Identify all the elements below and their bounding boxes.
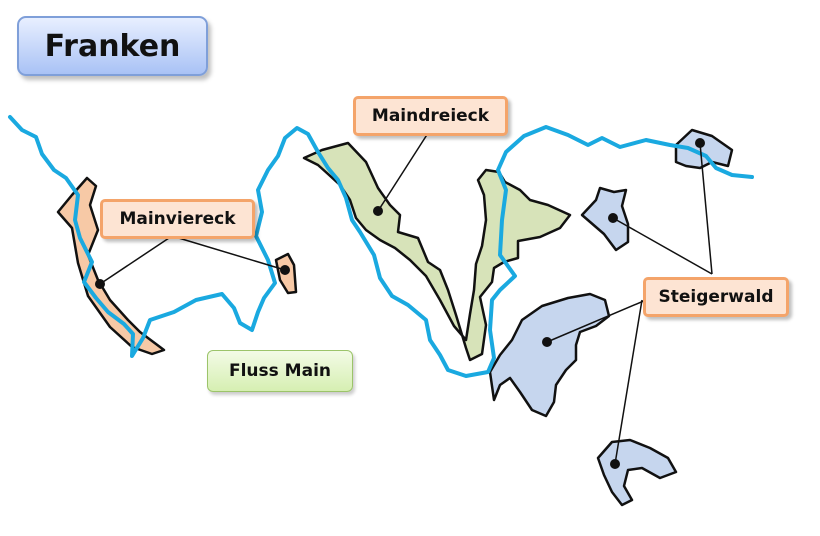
main-river <box>8 115 754 378</box>
label-fluss-main: Fluss Main <box>207 350 353 392</box>
label-maindreieck: Maindreieck <box>353 96 508 136</box>
label-mainviereck: Mainviereck <box>100 199 255 239</box>
steigerwald-point <box>610 459 620 469</box>
steigerwald-point <box>608 213 618 223</box>
steigerwald-point <box>695 138 705 148</box>
steigerwald-area <box>674 128 734 170</box>
mainviereck-point <box>280 265 290 275</box>
steigerwald-point <box>542 337 552 347</box>
steigerwald-area <box>596 438 678 507</box>
steigerwald-area <box>488 292 611 418</box>
label-steigerwald: Steigerwald <box>643 277 789 317</box>
maindreieck-point <box>373 206 383 216</box>
mainviereck-point <box>95 279 105 289</box>
steigerwald-area <box>580 186 630 252</box>
leader-lines <box>99 129 713 465</box>
map-title: Franken <box>17 16 208 76</box>
point-markers <box>95 138 705 469</box>
mainviereck-area <box>56 176 166 356</box>
